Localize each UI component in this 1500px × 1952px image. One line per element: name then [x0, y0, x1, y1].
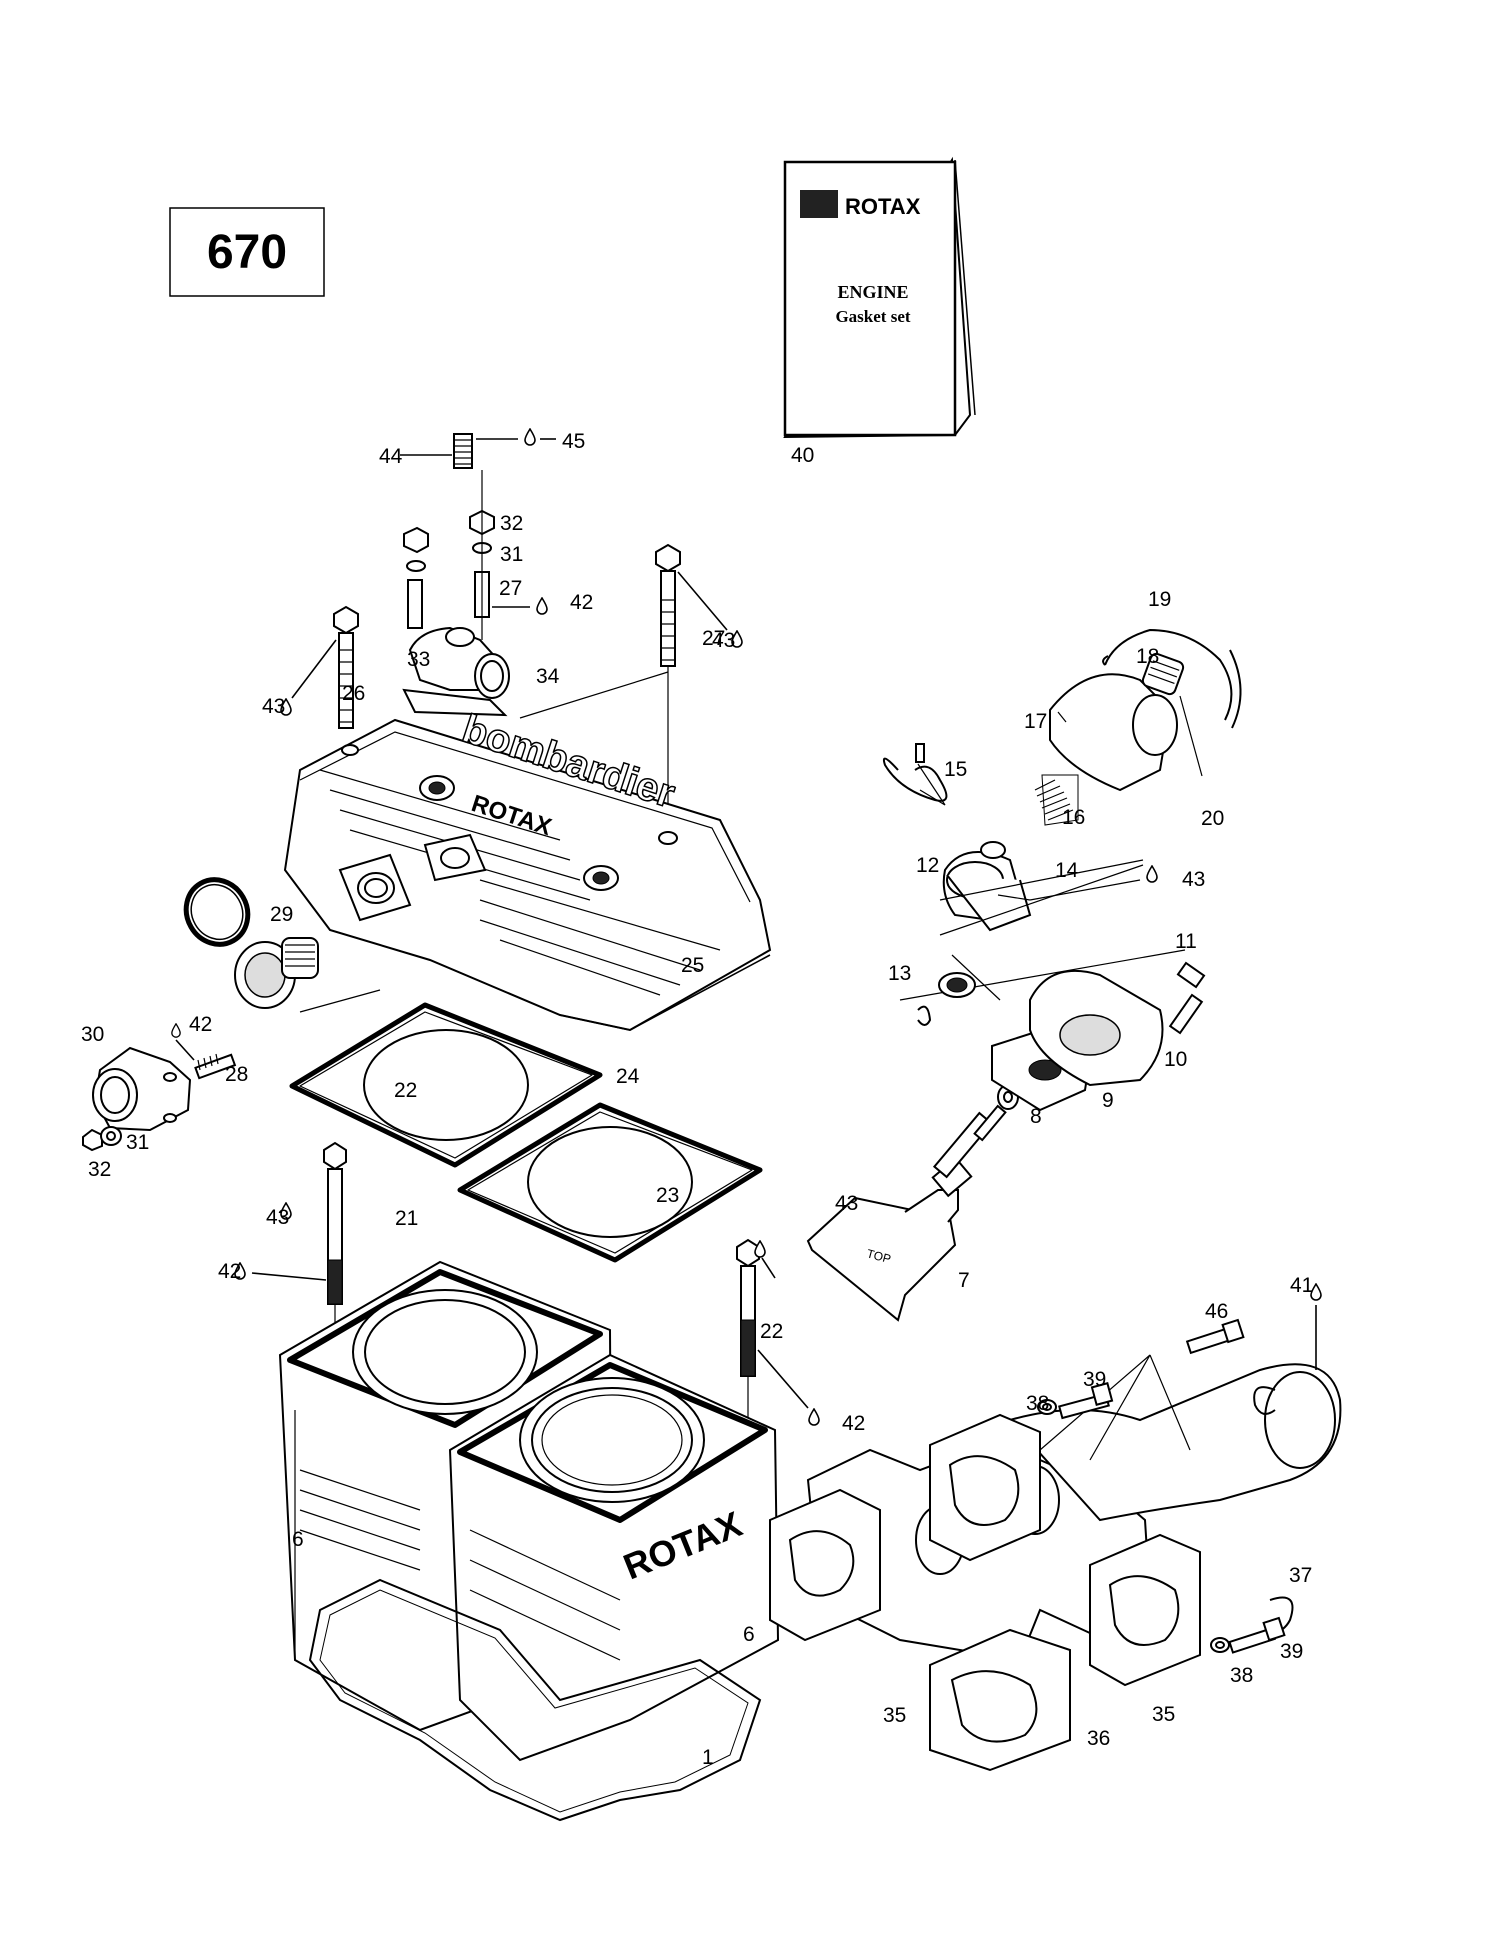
cylinder-right: ROTAX	[448, 1353, 780, 1762]
part-label-43: 43	[266, 1206, 289, 1229]
bleed-screw	[400, 428, 556, 469]
part-label-29: 29	[270, 903, 293, 926]
part-label-41: 41	[1290, 1274, 1313, 1297]
part-label-7: 7	[958, 1269, 970, 1292]
part-label-22: 22	[394, 1079, 417, 1102]
booklet-title: ENGINE	[837, 282, 908, 302]
part-label-24: 24	[616, 1065, 640, 1088]
rotax-logo-icon	[800, 190, 838, 218]
part-label-11: 11	[1175, 930, 1197, 953]
part-label-21: 21	[395, 1207, 418, 1230]
part-label-1: 1	[702, 1746, 714, 1769]
part-label-42: 42	[570, 591, 593, 614]
part-label-43: 43	[1182, 868, 1205, 891]
part-label-44: 44	[379, 445, 403, 468]
part-label-35: 35	[883, 1704, 906, 1727]
thermostat-parts	[183, 877, 381, 1013]
part-labels: 1667891011121314151617181920212222232425…	[81, 430, 1313, 1769]
head-gasket	[289, 1002, 763, 1263]
part-label-8: 8	[1030, 1105, 1042, 1128]
part-label-36: 36	[1087, 1727, 1110, 1750]
part-label-25: 25	[681, 954, 704, 977]
part-label-28: 28	[225, 1063, 248, 1086]
part-label-46: 46	[1205, 1300, 1228, 1323]
gasket-set-booklet: ROTAX ENGINE Gasket set	[783, 156, 976, 439]
part-label-30: 30	[81, 1023, 104, 1046]
part-label-26: 26	[342, 682, 365, 705]
part-label-33: 33	[407, 648, 430, 671]
part-label-43: 43	[262, 695, 285, 718]
part-label-31: 31	[500, 543, 523, 566]
exhaust-manifold	[769, 1283, 1342, 1772]
part-label-16: 16	[1062, 806, 1085, 829]
part-label-23: 23	[656, 1184, 679, 1207]
part-label-34: 34	[536, 665, 560, 688]
head-bolts	[280, 543, 743, 835]
part-label-32: 32	[500, 512, 523, 535]
part-label-27: 27	[499, 577, 522, 600]
part-label-45: 45	[562, 430, 585, 453]
part-label-14: 14	[1055, 859, 1079, 882]
piston-casting-text: TOP	[865, 1246, 892, 1266]
part-label-9: 9	[1102, 1089, 1114, 1112]
base-gasket	[308, 1578, 762, 1822]
head-studs	[403, 470, 548, 640]
part-label-43: 43	[712, 629, 735, 652]
part-label-39: 39	[1280, 1640, 1303, 1663]
part-label-31: 31	[126, 1131, 149, 1154]
cylinder-bolts	[234, 1141, 820, 1426]
part-label-42: 42	[189, 1013, 212, 1036]
part-label-22: 22	[760, 1320, 783, 1343]
part-label-6: 6	[292, 1528, 304, 1551]
part-label-15: 15	[944, 758, 967, 781]
water-outlet	[402, 626, 510, 717]
part-label-12: 12	[916, 854, 939, 877]
part-label-39: 39	[1083, 1368, 1106, 1391]
part-label-42: 42	[218, 1260, 241, 1283]
booklet-brand: ROTAX	[845, 194, 921, 219]
cylinder-head: bombardier ROTAX	[283, 706, 772, 1032]
part-label-37: 37	[1289, 1564, 1312, 1587]
part-label-38: 38	[1026, 1392, 1049, 1415]
part-label-6: 6	[743, 1623, 755, 1646]
part-label-32: 32	[88, 1158, 111, 1181]
thermostat-housing	[82, 1023, 237, 1152]
part-label-43: 43	[835, 1192, 858, 1215]
page-number: 670	[207, 226, 287, 279]
part-label-40: 40	[791, 444, 814, 467]
part-label-13: 13	[888, 962, 911, 985]
part-label-20: 20	[1201, 807, 1224, 830]
part-label-17: 17	[1024, 710, 1047, 733]
part-label-35: 35	[1152, 1703, 1175, 1726]
part-label-27: 27	[702, 627, 725, 650]
rotary-valve: TOP	[806, 949, 1206, 1322]
part-label-19: 19	[1148, 588, 1171, 611]
booklet-subtitle: Gasket set	[835, 307, 910, 326]
part-label-42: 42	[842, 1412, 865, 1435]
page-number-box: 670	[169, 207, 325, 297]
pump-assembly	[882, 628, 1242, 1026]
part-label-38: 38	[1230, 1664, 1253, 1687]
part-label-18: 18	[1136, 645, 1159, 668]
part-label-10: 10	[1164, 1048, 1187, 1071]
